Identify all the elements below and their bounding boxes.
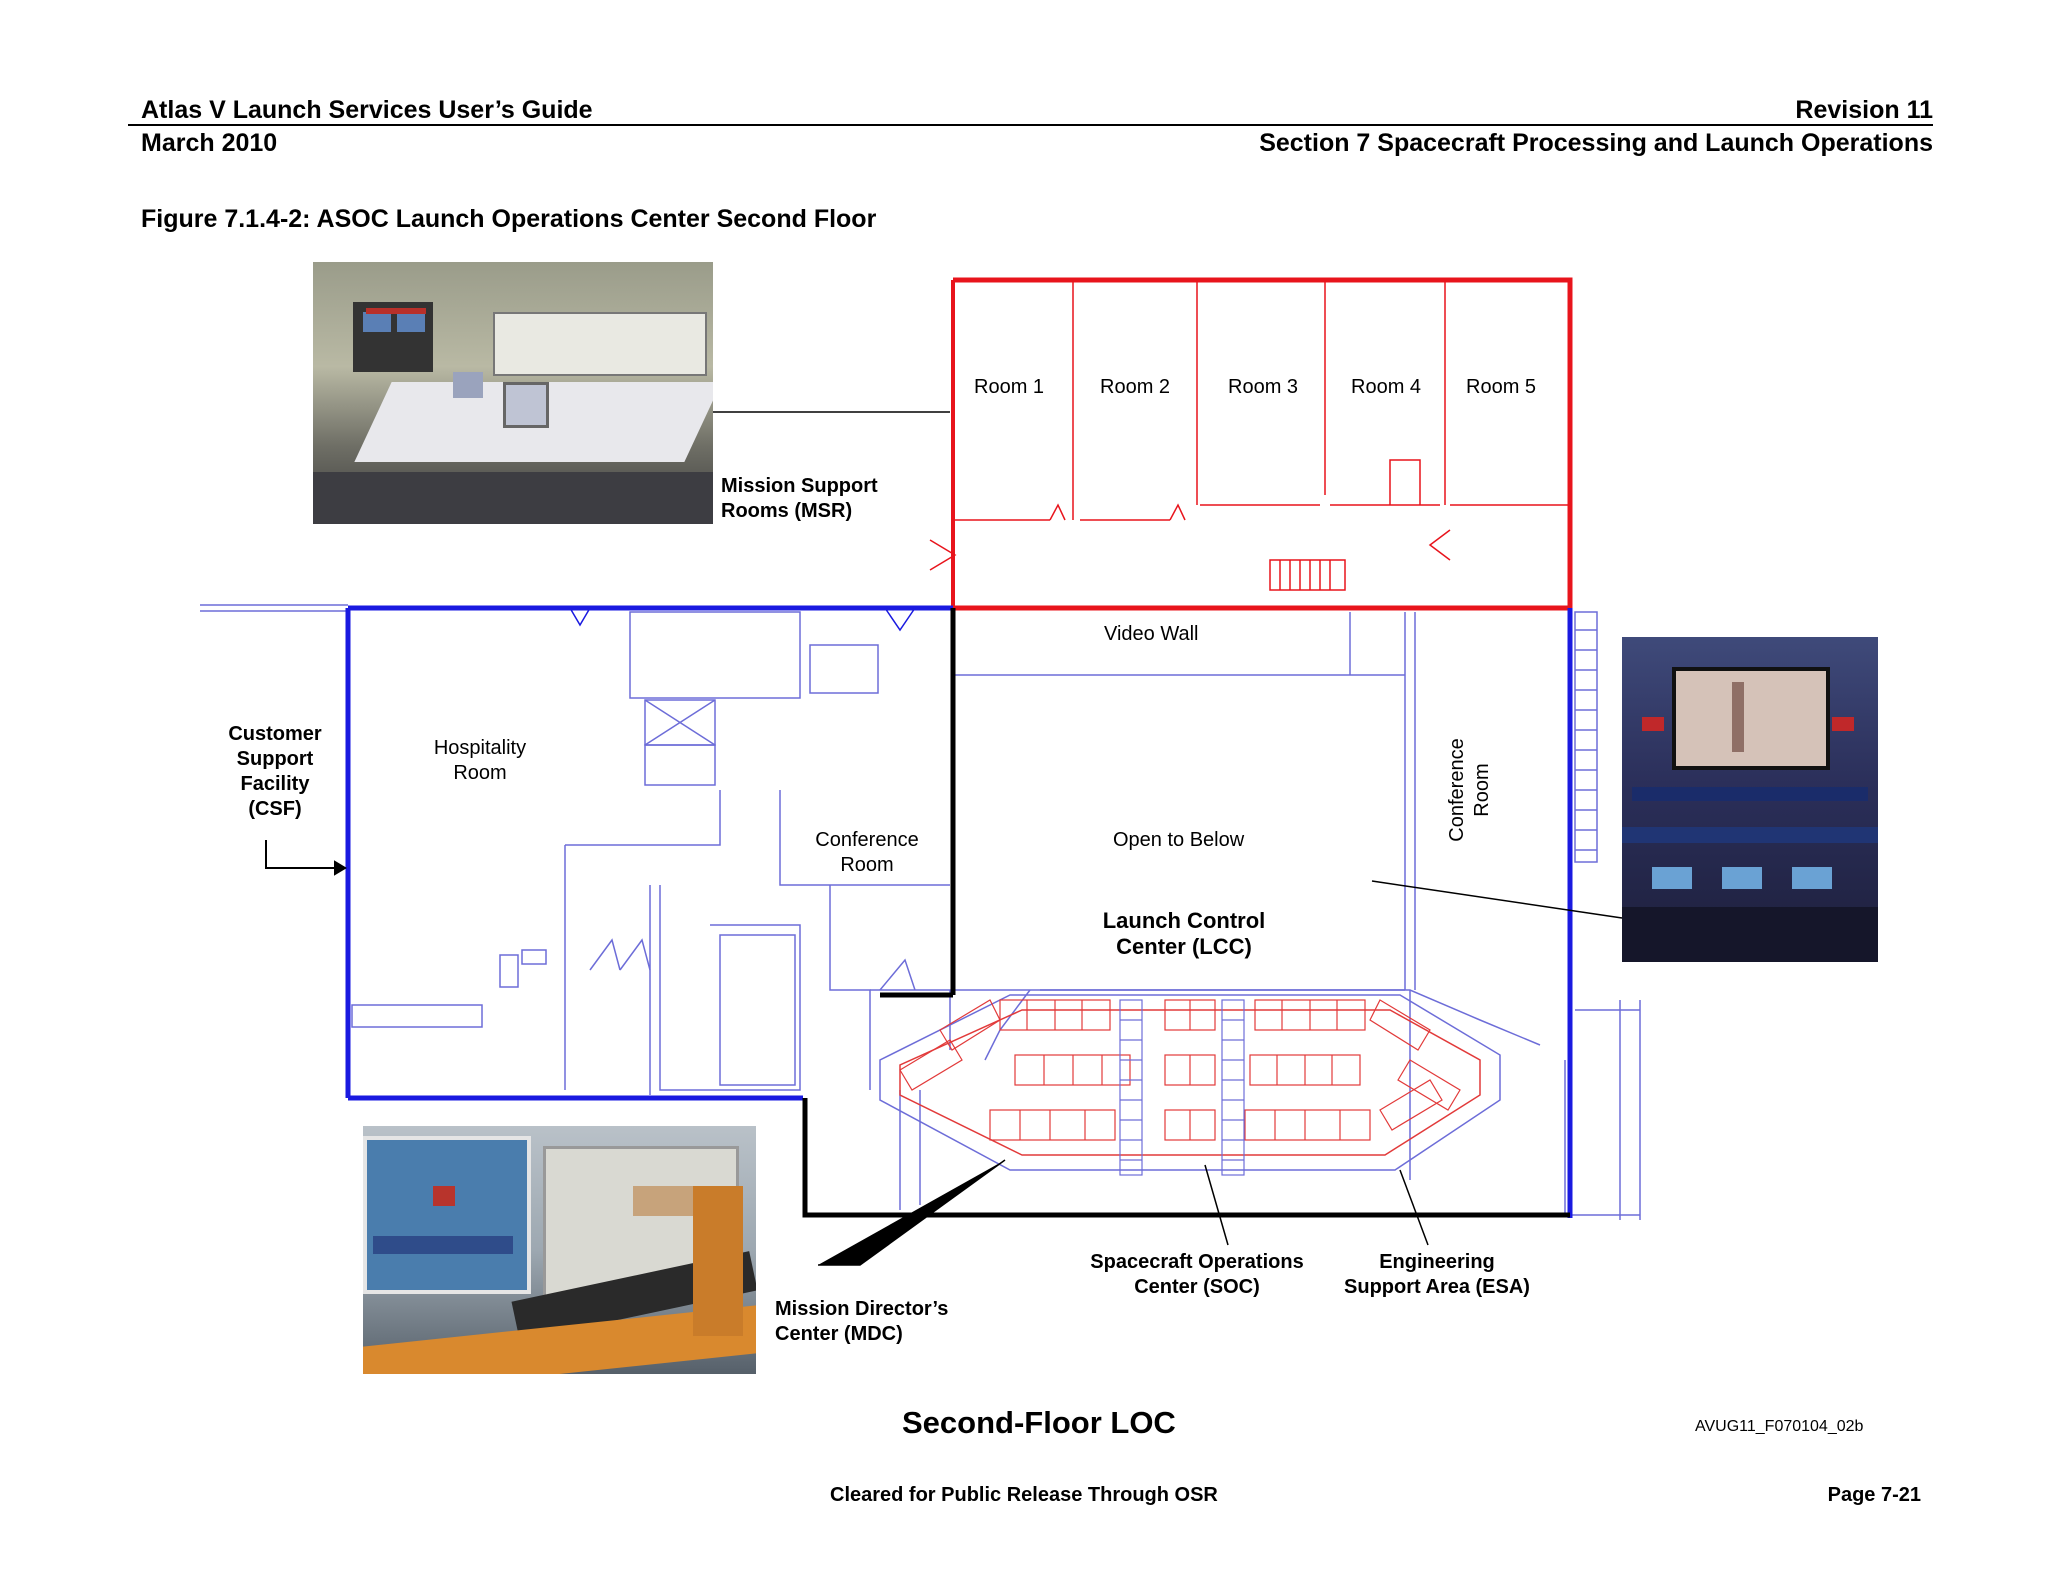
lcc-photo — [1622, 637, 1878, 962]
revision-label: Revision 11 — [1795, 96, 1933, 124]
release-statement: Cleared for Public Release Through OSR — [830, 1484, 1218, 1506]
header-rule — [128, 124, 1933, 126]
msr-outline — [929, 277, 1573, 611]
lcc-outline — [802, 608, 1570, 1218]
msr-photo — [313, 262, 713, 524]
open-to-below-label: Open to Below — [1113, 829, 1245, 851]
section-title: Section 7 Spacecraft Processing and Laun… — [1259, 129, 1933, 157]
csf-outline — [345, 605, 1573, 1218]
figure-title: Figure 7.1.4-2: ASOC Launch Operations C… — [141, 205, 877, 233]
room-5-label: Room 5 — [1466, 376, 1537, 398]
document-date: March 2010 — [141, 129, 278, 157]
csf-arrow-icon — [265, 840, 347, 876]
mdc-photo — [363, 1126, 756, 1374]
room-4-label: Room 4 — [1351, 376, 1422, 398]
room-1-label: Room 1 — [974, 376, 1045, 398]
page-number: Page 7-21 — [1827, 1484, 1921, 1506]
figure-id: AVUG11_F070104_02b — [1695, 1418, 1864, 1435]
leader-lines — [713, 411, 1623, 1266]
room-3-label: Room 3 — [1228, 376, 1299, 398]
plan-caption: Second-Floor LOC — [902, 1405, 1176, 1440]
document-title: Atlas V Launch Services User’s Guide — [141, 96, 593, 124]
plan-lines — [200, 604, 1641, 1220]
esa-consoles — [899, 999, 1461, 1141]
soc-stairs — [1119, 999, 1245, 1176]
csf-door-swings — [569, 607, 916, 632]
room-2-label: Room 2 — [1100, 376, 1171, 398]
video-wall-label: Video Wall — [1104, 623, 1199, 645]
